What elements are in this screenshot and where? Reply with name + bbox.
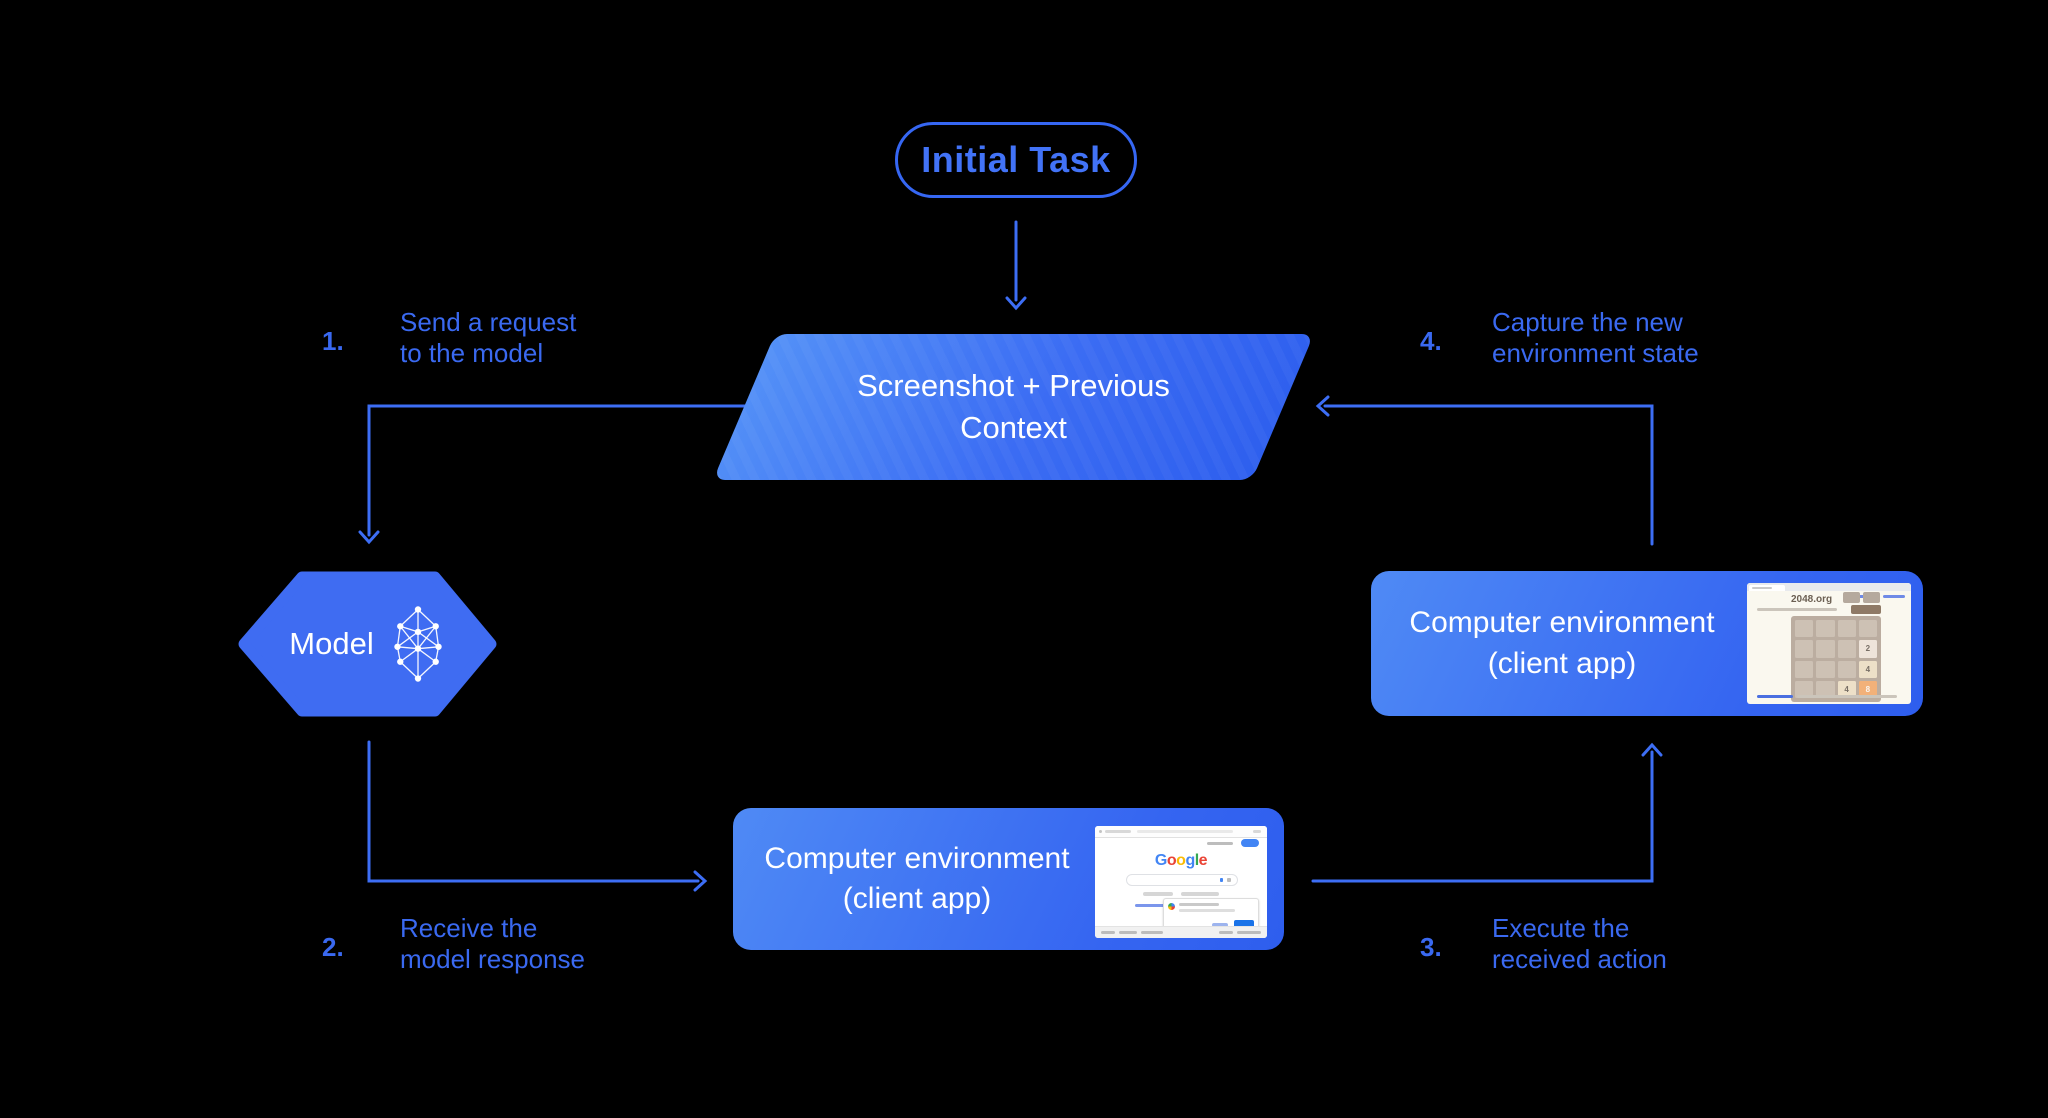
neural-network-icon <box>394 606 442 682</box>
empty-cell <box>1858 620 1877 638</box>
google-logo: Google <box>1154 852 1208 869</box>
page-footer <box>1095 926 1267 938</box>
empty-cell <box>1795 680 1814 698</box>
sign-in-button <box>1241 839 1259 847</box>
browser-chrome <box>1095 826 1267 838</box>
how-to-play-link <box>1757 695 1793 698</box>
tile-2: 2 <box>1858 640 1877 658</box>
screenshot-context-parallelogram: Screenshot + Previous Context <box>713 334 1314 480</box>
tile-8: 8 <box>1858 680 1877 698</box>
empty-cell <box>1816 640 1835 658</box>
dialog-primary-button <box>1234 920 1254 928</box>
empty-cell <box>1816 680 1835 698</box>
empty-cell <box>1795 660 1814 678</box>
computer-env-box-right: Computer environment (client app) 2048.o… <box>1371 571 1923 716</box>
step-4-number: 4. <box>1420 326 1442 356</box>
model-hexagon: Model <box>238 571 497 717</box>
browser-chrome <box>1747 583 1911 591</box>
model-label: Model <box>289 626 374 661</box>
computer-env-box-bottom: Computer environment (client app) Google <box>733 808 1284 950</box>
google-homepage-thumbnail: Google <box>1095 826 1267 938</box>
step-1-text: Send a request to the model <box>400 307 577 368</box>
game-2048-title: 2048.org <box>1791 594 1833 605</box>
computer-env-right-label: Computer environment (client app) <box>1409 606 1715 680</box>
empty-cell <box>1837 660 1856 678</box>
hexagon-shape <box>238 571 497 717</box>
intro-text <box>1757 608 1837 611</box>
arrow-step-1 <box>358 404 747 545</box>
initial-task-pill: Initial Task <box>895 122 1137 198</box>
initial-task-label: Initial Task <box>921 139 1111 180</box>
dialog-secondary-button <box>1212 923 1228 927</box>
empty-cell <box>1837 640 1856 658</box>
header-links <box>1207 842 1233 845</box>
empty-cell <box>1795 640 1814 658</box>
empty-cell <box>1795 620 1814 638</box>
search-button <box>1143 892 1173 896</box>
empty-cell <box>1816 620 1835 638</box>
tile-4: 4 <box>1858 660 1877 678</box>
computer-env-bottom-label: Computer environment (client app) <box>764 841 1070 916</box>
step-2-text: Receive the model response <box>400 913 585 974</box>
step-4-text: Capture the new environment state <box>1492 307 1699 368</box>
screenshot-context-label: Screenshot + Previous Context <box>857 368 1170 445</box>
step-3-text: Execute the received action <box>1492 913 1667 974</box>
step-3-number: 3. <box>1420 932 1442 962</box>
arrow-step-3 <box>1311 742 1663 883</box>
footer-text <box>1797 695 1897 698</box>
score-box <box>1843 592 1860 603</box>
arrow-step-2 <box>367 740 708 892</box>
google-search-bar <box>1126 874 1238 886</box>
lucky-button <box>1181 892 1219 896</box>
arrow-initial-to-screenshot <box>1005 220 1027 311</box>
tile-4: 4 <box>1837 680 1856 698</box>
empty-cell <box>1816 660 1835 678</box>
top-links <box>1883 595 1905 598</box>
best-box <box>1863 592 1880 603</box>
new-game-button <box>1851 605 1881 614</box>
empty-cell <box>1837 620 1856 638</box>
arrow-step-4 <box>1315 395 1654 546</box>
step-1-number: 1. <box>322 326 344 356</box>
step-2-number: 2. <box>322 932 344 962</box>
